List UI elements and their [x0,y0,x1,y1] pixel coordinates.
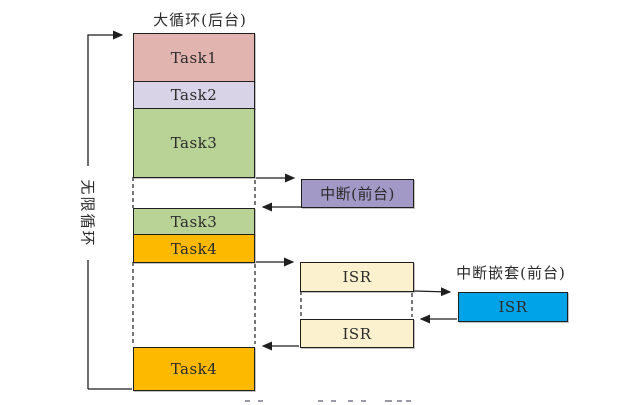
isr-box-first: ISR [300,262,414,292]
nested-interrupt-title: 中断嵌套(前台) [456,264,566,282]
interrupt-box: 中断(前台) [301,179,414,208]
isr-box-second: ISR [300,319,414,348]
nested-isr-label: ISR [498,298,528,316]
infinite-loop-label: 无限循环 [75,166,101,260]
task3-resume-label: Task3 [170,212,218,231]
isr-second-label: ISR [342,324,372,343]
isr-dashed-edges [300,291,413,319]
task4-resume-label: Task4 [170,360,218,378]
task1-block: Task1 [133,33,255,82]
task4-resume-block: Task4 [133,347,255,391]
task3-label: Task3 [170,134,218,152]
task2-block: Task2 [133,81,255,109]
task3-block: Task3 [133,108,255,178]
task4-block: Task4 [133,234,255,263]
background-column-title: 大循环(后台) [153,11,247,29]
interrupt-box-label: 中断(前台) [320,185,395,203]
task2-label: Task2 [170,86,218,104]
infinite-loop-label-text: 无限循环 [78,178,97,248]
task4-label: Task4 [170,239,218,258]
nested-isr-box: ISR [458,292,568,322]
isr-first-label: ISR [342,268,372,286]
task3-resume-block: Task3 [133,208,255,235]
task1-label: Task1 [170,48,218,67]
nested-isr-call-arrow [413,287,452,297]
